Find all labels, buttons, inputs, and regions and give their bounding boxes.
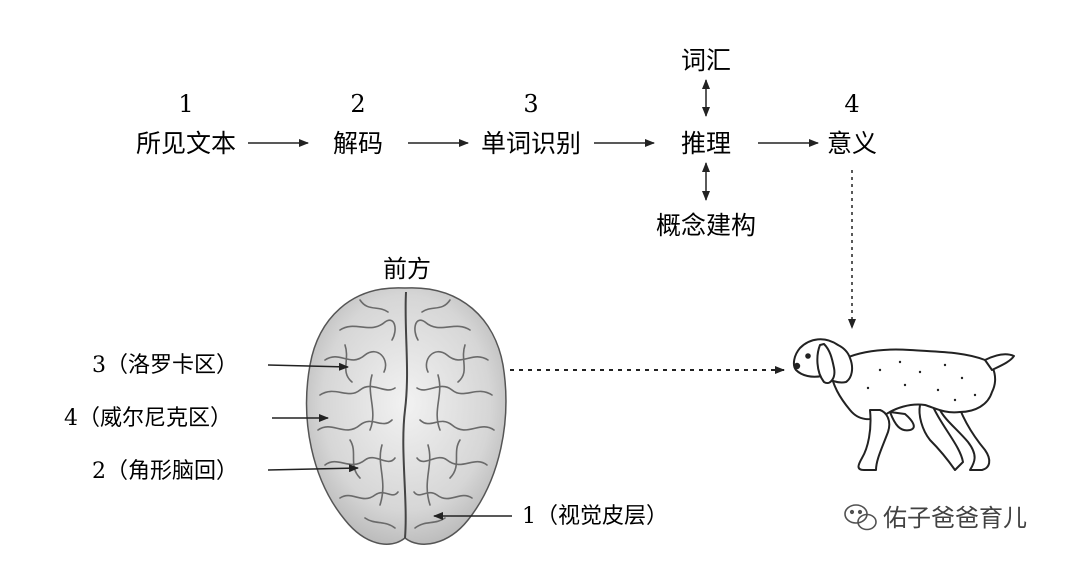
step-2-number: 2 — [350, 90, 365, 118]
region-4-label: 4（威尔尼克区） — [64, 406, 232, 431]
front-label: 前方 — [383, 255, 431, 283]
step-1-number: 1 — [178, 90, 193, 118]
region-3-label: 3（洛罗卡区） — [92, 353, 238, 378]
region-2-label: 2（角形脑回） — [92, 459, 238, 484]
dog-illustration — [792, 338, 1015, 471]
step-label-word-recognition: 单词识别 — [481, 129, 581, 158]
watermark-text: 佑子爸爸育儿 — [883, 504, 1027, 532]
region-1-label: 1（视觉皮层） — [522, 504, 668, 529]
pointer-broca — [267, 362, 349, 371]
vocabulary-label: 词汇 — [681, 46, 731, 75]
step-3-number: 3 — [523, 90, 538, 118]
step-label-seen-text: 所见文本 — [136, 129, 236, 158]
step-label-decoding: 解码 — [333, 129, 383, 158]
step-4-number: 4 — [844, 90, 859, 118]
watermark: 佑子爸爸育儿 — [844, 504, 1027, 532]
pointer-angular-gyrus — [267, 464, 359, 473]
step-label-inference: 推理 — [681, 129, 731, 158]
wechat-icon — [844, 504, 877, 531]
step-label-meaning: 意义 — [827, 129, 877, 158]
brain-image — [305, 287, 507, 545]
concept-construction-label: 概念建构 — [656, 211, 756, 240]
